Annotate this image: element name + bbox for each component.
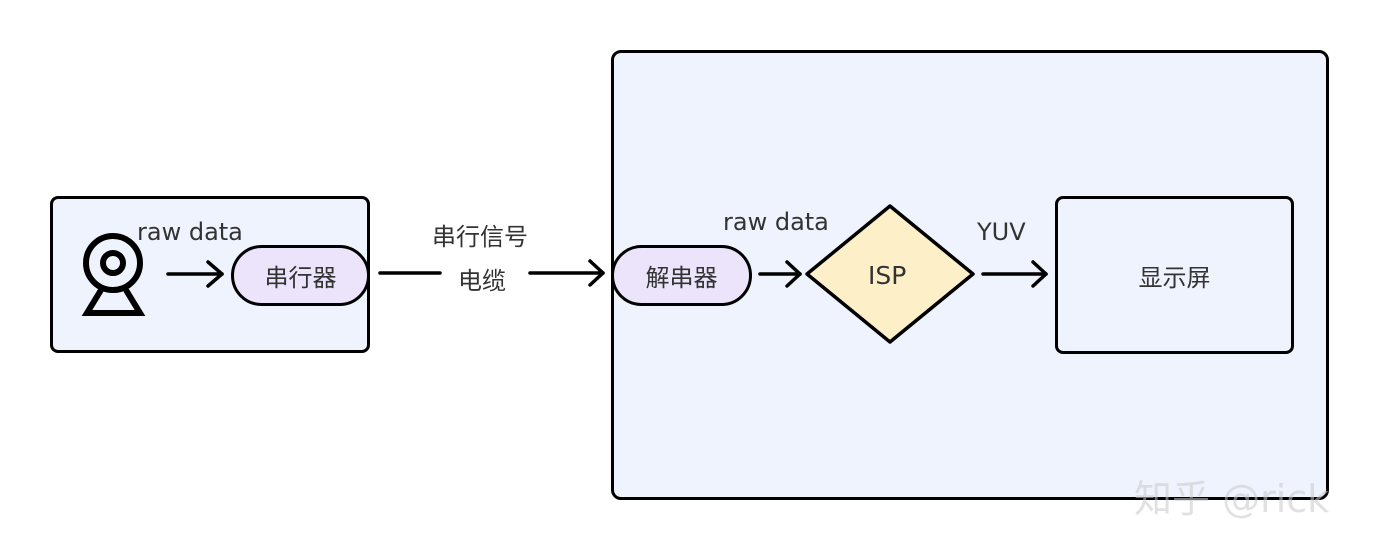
cable-label: 电缆	[458, 267, 506, 295]
raw-data-label-receiver: raw data	[723, 208, 829, 236]
arrow-cable-to-deserializer	[528, 259, 605, 287]
deserializer-node: 解串器	[611, 245, 752, 306]
arrow-camera-to-serializer	[166, 260, 224, 288]
isp-label: ISP	[868, 261, 907, 290]
isp-diamond	[805, 204, 975, 344]
watermark: 知乎 @rick	[1134, 477, 1330, 521]
arrow-isp-to-display	[981, 260, 1048, 288]
raw-data-label-camera: raw data	[137, 218, 243, 246]
webcam-icon	[81, 233, 146, 316]
display-node: 显示屏	[1055, 196, 1294, 354]
yuv-label: YUV	[977, 218, 1026, 246]
serializer-node: 串行器	[231, 245, 370, 306]
arrow-deserializer-to-isp	[758, 260, 802, 288]
serial-signal-label: 串行信号	[432, 223, 528, 251]
